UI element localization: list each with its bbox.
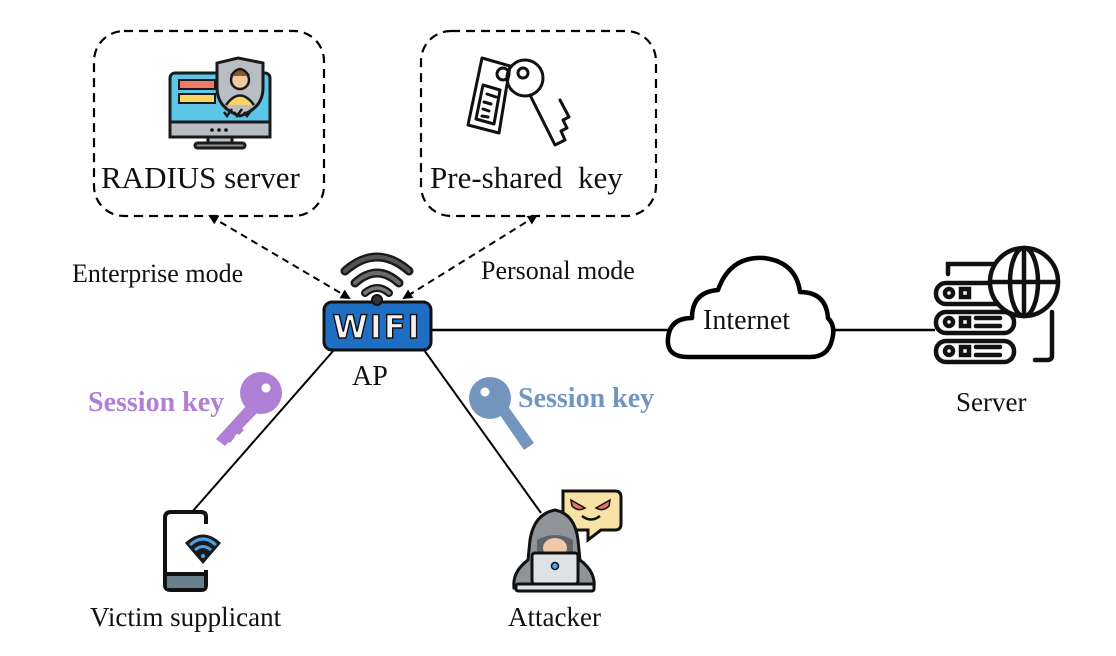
session-key-icon-victim <box>216 372 282 446</box>
server-icon <box>933 245 1061 365</box>
radius-server-label: RADIUS server <box>101 160 300 195</box>
wifi-badge-text: WIFI <box>333 308 422 346</box>
personal-mode-label: Personal mode <box>481 256 635 285</box>
key-fob-icon <box>466 56 571 147</box>
attacker-label: Attacker <box>508 602 601 632</box>
ap-to-attacker-link <box>423 349 542 514</box>
session-key-icon-attacker <box>469 377 534 450</box>
personal-mode-arrow <box>402 214 538 300</box>
attacker-icon <box>512 489 623 593</box>
pre-shared-key-box <box>419 29 658 218</box>
ap-label: AP <box>352 361 388 392</box>
server-label: Server <box>956 387 1027 417</box>
radius-server-icon <box>168 56 272 150</box>
enterprise-mode-arrow <box>208 214 351 300</box>
pre-shared-key-label: Pre-shared key <box>430 160 623 195</box>
internet-label: Internet <box>703 305 791 336</box>
victim-supplicant-label: Victim supplicant <box>90 602 282 632</box>
enterprise-mode-label: Enterprise mode <box>72 259 244 288</box>
session-key-label-victim: Session key <box>88 387 225 418</box>
wifi-ap-icon: WIFI <box>322 252 433 352</box>
internet-cloud-icon <box>665 255 836 360</box>
radius-server-box <box>92 29 326 218</box>
session-key-label-attacker: Session key <box>518 383 655 414</box>
ap-to-victim-link <box>191 349 335 513</box>
phone-icon <box>163 510 221 592</box>
